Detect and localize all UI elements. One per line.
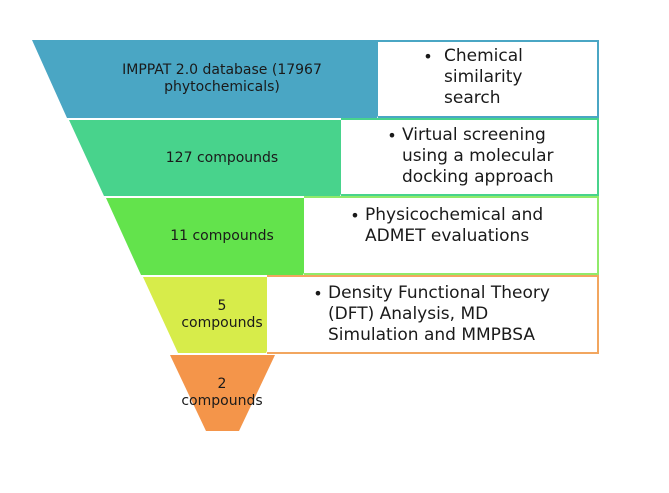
funnel-stage-4-shape [143,277,301,353]
description-box-4 [267,275,599,354]
description-box-1 [378,40,599,118]
bullet-icon: • [313,284,323,303]
funnel-stage-2-label: 127 compounds [165,149,279,166]
bullet-icon: • [423,47,433,66]
funnel-stage-5-label: 2 compounds [181,376,263,409]
funnel-stage-2-shape [69,120,375,196]
description-3: • Physicochemical and ADMET evaluations [345,205,595,247]
bullet-icon: • [387,126,397,145]
description-3-text: Physicochemical and ADMET evaluations [365,205,544,246]
funnel-stage-1-label: IMPPAT 2.0 database (17967 phytochemical… [122,62,322,95]
description-4: • Density Functional Theory (DFT) Analys… [308,283,596,346]
description-1-text: Chemical similarity search [444,46,523,108]
description-box-2 [341,118,599,196]
description-1: • Chemical similarity search [418,46,594,109]
funnel-stage-5-shape [170,355,275,431]
description-2-text: Virtual screening using a molecular dock… [402,125,554,187]
description-4-text: Density Functional Theory (DFT) Analysis… [328,283,550,345]
funnel-stage-1-shape [32,40,412,118]
funnel-stage-3-label: 11 compounds [170,227,274,244]
funnel-stage-4-label: 5 compounds [181,298,263,331]
description-2: • Virtual screening using a molecular do… [382,125,594,188]
bullet-icon: • [350,206,360,225]
description-box-3 [304,196,599,275]
funnel-stage-3-shape [106,198,338,275]
